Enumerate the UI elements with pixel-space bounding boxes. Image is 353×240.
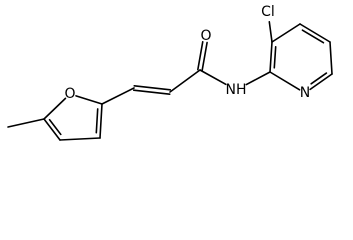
double-bond-inner [95,108,99,134]
double-bond-line [201,41,208,72]
double-bond-inner [310,72,328,85]
structure-diagram: O O NH ClN [7,4,333,141]
single-bond [43,97,67,120]
single-bond [268,21,273,43]
double-bond-outer [299,23,331,43]
atom-label-cl: Cl [261,4,275,20]
double-bond-outer [99,103,103,139]
double-bond-line [197,41,204,71]
double-bond-outer [43,118,61,141]
single-bond [75,95,103,105]
atom-label-n: NH [226,82,247,98]
atom-label-oc: O [200,28,211,44]
double-bond-inner [48,118,62,136]
single-bond [101,87,135,105]
atom-label-layer: O O NH ClN [64,4,310,102]
single-bond [7,118,45,128]
double-bond-line [132,89,171,95]
single-bond [329,41,333,75]
double-bond-inner [301,29,325,44]
double-bond-inner [273,45,277,69]
double-bond-line [133,85,172,91]
single-bond [169,69,201,93]
atom-label-o1: O [64,86,75,102]
single-bond [245,71,271,86]
single-bond [269,71,301,91]
double-bond-outer [269,41,273,73]
single-bond [199,69,227,86]
single-bond [59,137,101,141]
single-bond [271,23,301,43]
bond-layer [7,21,333,141]
double-bond-outer [309,73,333,91]
atom-label-pn: N [300,85,310,101]
